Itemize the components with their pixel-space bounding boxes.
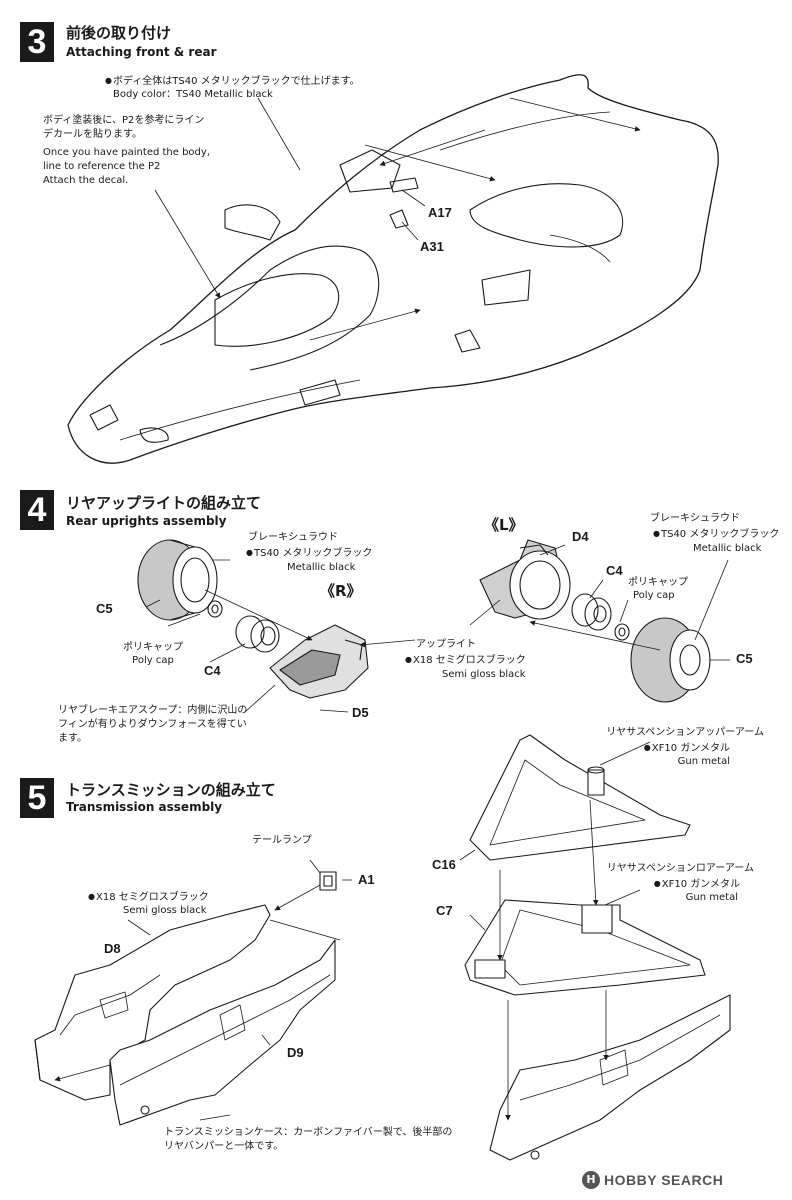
part-label-c7: C7 — [436, 903, 453, 918]
air-scoop-note-jp-3: ます。 — [58, 733, 87, 744]
transmission-case-note-jp-2: リヤバンパーと一体です。 — [164, 1141, 284, 1152]
part-label-a1: A1 — [358, 872, 375, 887]
transmission-case-drawing — [34, 871, 337, 1126]
decal-note-en-2: line to reference the P2 — [43, 161, 161, 172]
poly-cap-label-jp-r: ポリキャップ — [123, 642, 183, 653]
part-label-a31: A31 — [420, 239, 444, 254]
left-upright-drawing — [479, 539, 711, 703]
decal-note-jp-1: ボディ塗装後に、P2を参考にライン — [43, 115, 205, 126]
step-title-jp: リヤアップライトの組み立て — [66, 494, 262, 512]
xf10-label-jp-upper: XF10 ガンメタル — [610, 741, 730, 756]
part-label-d4: D4 — [572, 529, 589, 544]
metallic-black-label-r: Metallic black — [287, 562, 356, 573]
body-color-note-en: Body color：TS40 Metallic black — [113, 89, 273, 100]
semi-gloss-label-upright: Semi gloss black — [442, 669, 526, 680]
transmission-case-note-jp-1: トランスミッションケース：カーボンファイバー製で、後半部の — [164, 1127, 453, 1138]
decal-note-en-1: Once you have painted the body, — [43, 147, 210, 158]
semi-gloss-label-case: Semi gloss black — [123, 905, 207, 916]
car-body-drawing — [67, 74, 719, 464]
part-label-d9: D9 — [287, 1045, 304, 1060]
metallic-black-label-l: Metallic black — [693, 543, 762, 554]
part-label-d8: D8 — [104, 941, 121, 956]
x18-label-jp-case: X18 セミグロスブラック — [88, 890, 209, 905]
poly-cap-label-en-l: Poly cap — [633, 590, 675, 601]
x18-label-jp-upright: X18 セミグロスブラック — [405, 653, 526, 668]
poly-cap-label-en-r: Poly cap — [132, 655, 174, 666]
step-title-jp: トランスミッションの組み立て — [66, 781, 276, 799]
poly-cap-label-jp-l: ポリキャップ — [628, 577, 688, 588]
ts40-label-jp-r: TS40 メタリックブラック — [246, 546, 372, 561]
upper-arm-label-jp: リヤサスペンションアッパーアーム — [606, 727, 764, 738]
gun-metal-label-lower: Gun metal — [685, 892, 738, 903]
gun-metal-label-upper: Gun metal — [677, 756, 730, 767]
part-label-c4-l: C4 — [606, 563, 623, 578]
part-label-a17: A17 — [428, 205, 452, 220]
tail-lamp-label-jp: テールランプ — [252, 835, 312, 846]
step-title-en: Transmission assembly — [66, 800, 223, 814]
side-label-left: 《L》 — [484, 516, 524, 534]
step-title-en: Attaching front & rear — [66, 45, 217, 59]
xf10-label-jp-lower: XF10 ガンメタル — [620, 877, 740, 892]
side-label-right: 《R》 — [320, 582, 362, 600]
step-number: 5 — [20, 778, 54, 818]
part-label-c16: C16 — [432, 857, 456, 872]
body-color-note-jp: ボディ全体はTS40 メタリックブラックで仕上げます。 — [105, 74, 360, 89]
upright-label-jp: アップライト — [416, 639, 476, 650]
part-label-c5-r: C5 — [96, 601, 113, 616]
ts40-label-jp-l: TS40 メタリックブラック — [653, 527, 779, 542]
air-scoop-note-jp-2: フィンが有りよりダウンフォースを得てい — [58, 719, 247, 730]
right-upright-drawing — [137, 539, 369, 699]
decal-note-jp-2: デカールを貼ります。 — [43, 129, 142, 140]
lower-arm-label-jp: リヤサスペンションロアーアーム — [606, 863, 754, 874]
step-title-jp: 前後の取り付け — [66, 24, 172, 42]
step-number: 4 — [20, 490, 54, 530]
part-label-c4-r: C4 — [204, 663, 221, 678]
brake-shroud-label-jp-r: ブレーキシュラウド — [248, 532, 338, 543]
decal-note-en-3: Attach the decal. — [43, 175, 129, 186]
suspension-assembly-drawing — [464, 734, 731, 1161]
brake-shroud-label-jp-l: ブレーキシュラウド — [650, 513, 740, 524]
part-label-d5: D5 — [352, 705, 369, 720]
air-scoop-note-jp-1: リヤブレーキエアスクープ：内側に沢山の — [58, 705, 248, 716]
watermark-logo-icon: H — [582, 1171, 600, 1189]
watermark-text: HOBBY SEARCH — [604, 1172, 724, 1188]
part-label-c5-l: C5 — [736, 651, 753, 666]
step-number: 3 — [20, 22, 54, 62]
step-title-en: Rear uprights assembly — [66, 514, 227, 528]
watermark: H HOBBY SEARCH — [582, 1170, 782, 1190]
